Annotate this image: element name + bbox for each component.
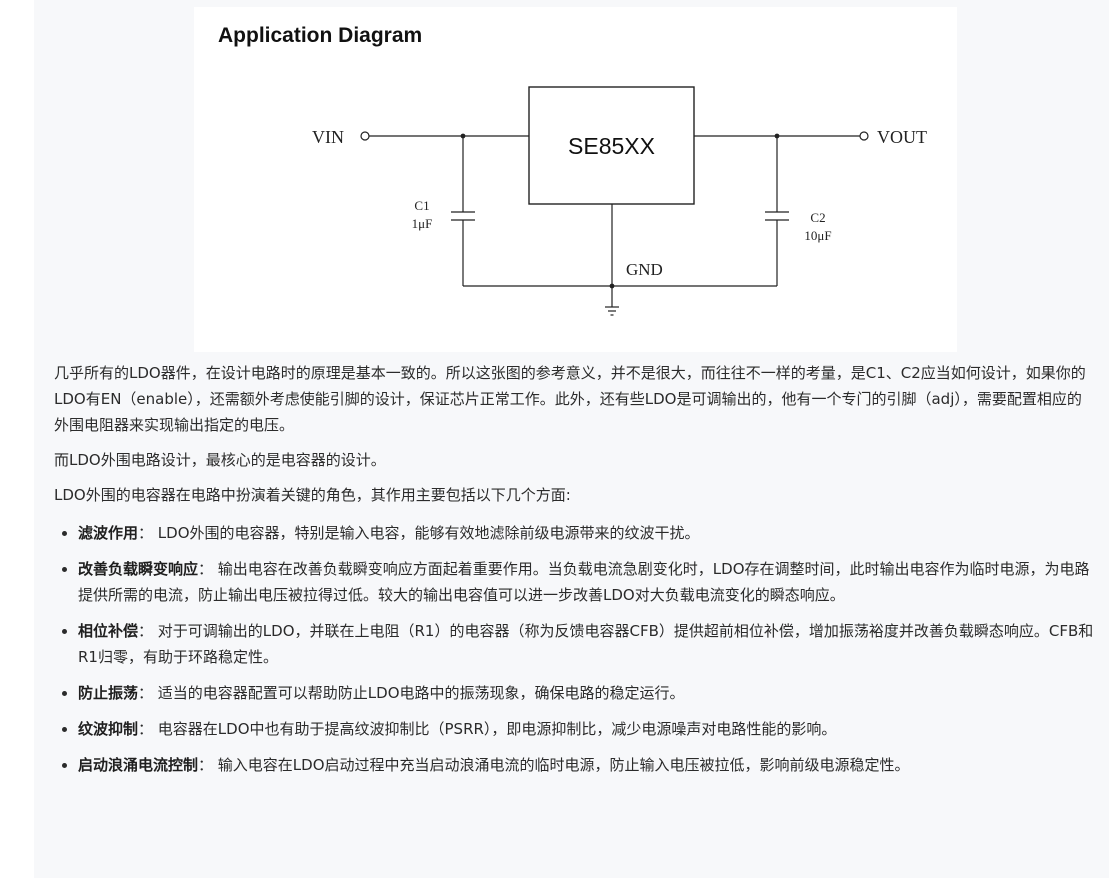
vout-label: VOUT: [877, 127, 927, 147]
vin-terminal: [360, 131, 370, 141]
gnd-label: GND: [626, 260, 663, 279]
circuit-diagram: VIN VOUT SE85XX C1 1μF C2 10μF GND: [312, 86, 927, 316]
list-item-title: 相位补偿: [78, 622, 139, 640]
list-item-text: ： LDO外围的电容器，特别是输入电容，能够有效地滤除前级电源带来的纹波干扰。: [138, 524, 700, 542]
list-item-oscillation: 防止振荡： 适当的电容器配置可以帮助防止LDO电路中的振荡现象，确保电路的稳定运…: [78, 680, 1094, 706]
paragraph-core: 而LDO外围电路设计，最核心的是电容器的设计。: [54, 451, 386, 469]
list-item-text: ： 对于可调输出的LDO，并联在上电阻（R1）的电容器（称为反馈电容器CFB）提…: [78, 622, 1094, 666]
paragraph-intro: 几乎所有的LDO器件，在设计电路时的原理是基本一致的。所以这张图的参考意义，并不…: [54, 364, 1086, 434]
list-item-phase-compensation: 相位补偿： 对于可调输出的LDO，并联在上电阻（R1）的电容器（称为反馈电容器C…: [78, 618, 1094, 670]
junction-dot-c1: [460, 133, 466, 139]
c1-name-label: C1: [414, 198, 429, 213]
list-item-title: 改善负载瞬变响应: [78, 560, 199, 578]
vout-terminal: [859, 131, 869, 141]
list-item-inrush: 启动浪涌电流控制： 输入电容在LDO启动过程中充当启动浪涌电流的临时电源，防止输…: [78, 752, 1094, 778]
list-item-text: ： 电容器在LDO中也有助于提高纹波抑制比（PSRR），即电源抑制比，减少电源噪…: [138, 720, 837, 738]
list-item-text: ： 输入电容在LDO启动过程中充当启动浪涌电流的临时电源，防止输入电压被拉低，影…: [198, 756, 910, 774]
list-item-text: ： 适当的电容器配置可以帮助防止LDO电路中的振荡现象，确保电路的稳定运行。: [138, 684, 685, 702]
diagram-title: Application Diagram: [218, 24, 423, 47]
list-item-title: 纹波抑制: [78, 720, 139, 738]
application-diagram-figure: Application Diagram: [194, 7, 957, 352]
paragraph-roles: LDO外围的电容器在电路中扮演着关键的角色，其作用主要包括以下几个方面:: [54, 486, 571, 504]
article-body: 几乎所有的LDO器件，在设计电路时的原理是基本一致的。所以这张图的参考意义，并不…: [54, 360, 1094, 788]
c2-name-label: C2: [810, 210, 825, 225]
capacitor-roles-list: 滤波作用： LDO外围的电容器，特别是输入电容，能够有效地滤除前级电源带来的纹波…: [54, 520, 1094, 778]
c2-value-label: 10μF: [804, 228, 831, 243]
junction-dot-gnd: [609, 283, 615, 289]
list-item-filtering: 滤波作用： LDO外围的电容器，特别是输入电容，能够有效地滤除前级电源带来的纹波…: [78, 520, 1094, 546]
list-item-text: ： 输出电容在改善负载瞬变响应方面起着重要作用。当负载电流急剧变化时，LDO存在…: [78, 560, 1090, 604]
list-item-title: 滤波作用: [78, 524, 139, 542]
chip-label: SE85XX: [568, 133, 655, 159]
list-item-ripple: 纹波抑制： 电容器在LDO中也有助于提高纹波抑制比（PSRR），即电源抑制比，减…: [78, 716, 1094, 742]
junction-dot-c2: [774, 133, 780, 139]
list-item-title: 启动浪涌电流控制: [78, 756, 199, 774]
article-page: Application Diagram: [34, 0, 1109, 878]
list-item-transient: 改善负载瞬变响应： 输出电容在改善负载瞬变响应方面起着重要作用。当负载电流急剧变…: [78, 556, 1094, 608]
c1-value-label: 1μF: [412, 216, 433, 231]
list-item-title: 防止振荡: [78, 684, 139, 702]
vin-label: VIN: [312, 127, 344, 147]
